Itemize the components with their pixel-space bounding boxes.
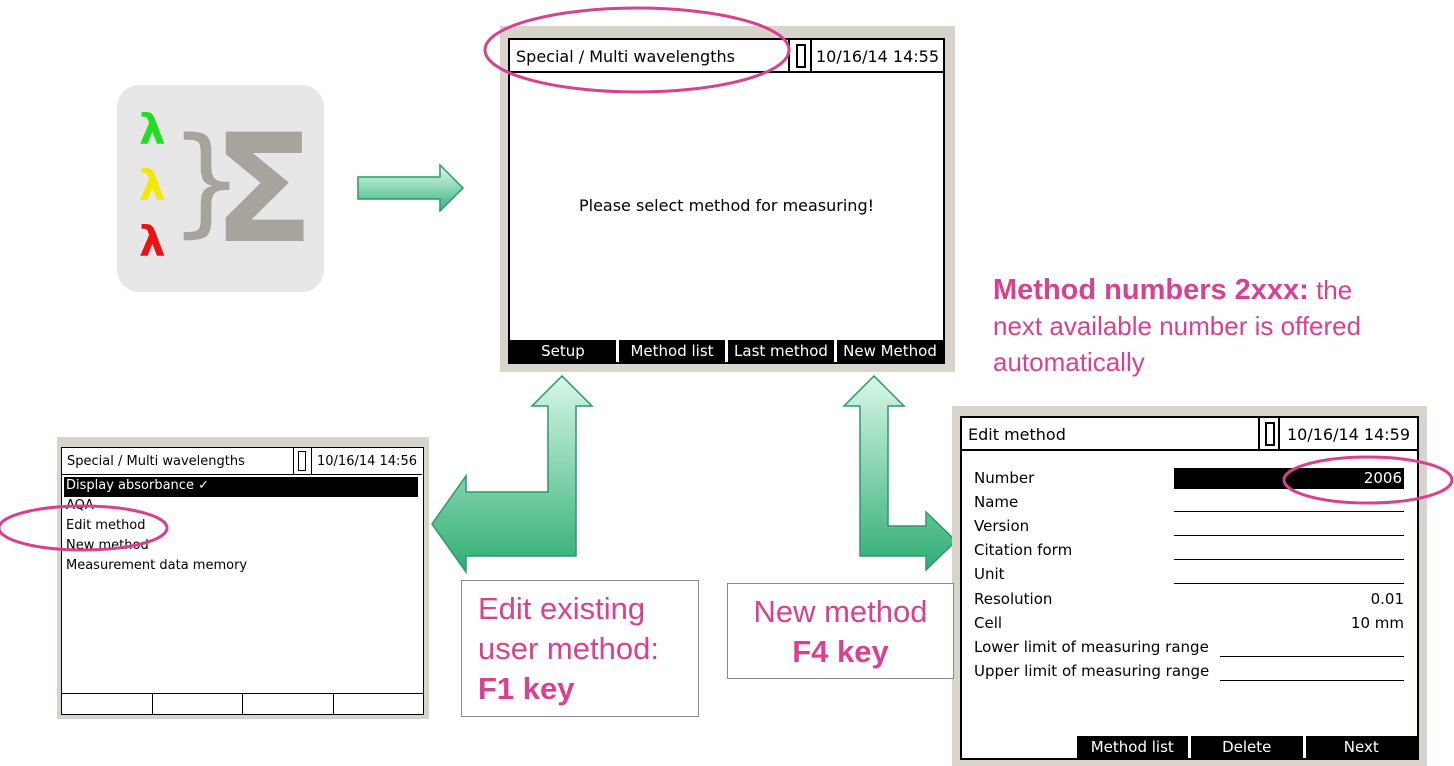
edit-screen-datetime: 10/16/14 14:59 [1280, 418, 1417, 451]
field-label-name: Name [974, 493, 1019, 511]
brace-glyph: } [169, 111, 245, 249]
menu-item-edit-method[interactable]: Edit method [66, 518, 146, 533]
method-list-button[interactable]: Method list [1076, 736, 1188, 758]
arrow-main-to-menu [431, 374, 594, 575]
callout-new-method-f4: New method F4 key [727, 583, 954, 679]
select-method-message: Please select method for measuring! [578, 196, 875, 215]
field-label-unit: Unit [974, 565, 1005, 583]
method-numbers-line1-tail: the [1308, 275, 1353, 305]
cell-value[interactable]: 10 mm [1350, 614, 1404, 632]
battery-icon [1260, 418, 1280, 451]
delete-button[interactable]: Delete [1191, 736, 1303, 758]
softkey-f3[interactable] [243, 694, 334, 714]
number-field-value: 2006 [1363, 469, 1402, 487]
field-label-number: Number [974, 469, 1035, 487]
softkey-f2[interactable] [152, 694, 243, 714]
callout-f1-line1: Edit existing [478, 591, 646, 626]
softkey-f1[interactable] [62, 694, 153, 714]
callout-f1-key: F1 key [478, 671, 575, 706]
menu-item-selected-highlight [64, 477, 418, 497]
new-method-button[interactable]: New Method [837, 340, 943, 362]
upper-limit-field[interactable] [1220, 662, 1404, 681]
menu-screen-title: Special / Multi wavelengths [62, 448, 294, 475]
number-field-highlight[interactable] [1174, 468, 1404, 489]
field-label-version: Version [974, 517, 1030, 535]
method-numbers-note: Method numbers 2xxx: the next available … [993, 272, 1433, 380]
sigma-glyph: Σ [212, 103, 315, 277]
lambda-green-glyph: λ [139, 105, 166, 154]
next-button[interactable]: Next [1305, 736, 1417, 758]
edit-screen-title: Edit method [962, 418, 1260, 451]
highlight-ellipse-number [1282, 455, 1454, 505]
callout-edit-existing-f1: Edit existing user method: F1 key [461, 580, 699, 717]
main-screen-title: Special / Multi wavelengths [510, 40, 790, 73]
menu-screen: Special / Multi wavelengths 10/16/14 14:… [57, 437, 429, 719]
callout-f4-key: F4 key [792, 634, 889, 669]
method-numbers-line2: next available number is offered [993, 311, 1362, 341]
setup-button[interactable]: Setup [510, 340, 616, 362]
softkey-f4[interactable] [333, 694, 423, 714]
name-field[interactable] [1174, 493, 1404, 512]
field-label-resolution: Resolution [974, 590, 1053, 608]
softkey-f1-empty[interactable] [962, 736, 1074, 758]
menu-item-measurement-data-memory[interactable]: Measurement data memory [66, 558, 248, 573]
lambda-red-glyph: λ [139, 217, 166, 266]
method-numbers-heading: Method numbers 2xxx: [993, 274, 1309, 306]
battery-icon [294, 448, 312, 475]
field-label-lower-limit: Lower limit of measuring range [974, 638, 1209, 656]
lambda-yellow-glyph: λ [139, 161, 166, 210]
multi-wavelength-lambda-sigma-icon: λ λ λ } Σ [117, 85, 324, 292]
method-list-button[interactable]: Method list [619, 340, 725, 362]
last-method-button[interactable]: Last method [728, 340, 834, 362]
citation-form-field[interactable] [1174, 541, 1404, 560]
arrow-right-to-main [357, 163, 465, 213]
highlight-ellipse-edit-method [0, 504, 169, 552]
menu-item-display-absorbance[interactable]: Display absorbance ✓ [66, 478, 209, 493]
edit-method-screen: Edit method 10/16/14 14:59 Number 2006 N… [952, 406, 1427, 766]
menu-screen-datetime: 10/16/14 14:56 [312, 448, 422, 475]
highlight-ellipse-main-title [483, 6, 791, 94]
callout-f4-line1: New method [753, 594, 928, 629]
field-label-upper-limit: Upper limit of measuring range [974, 662, 1210, 680]
method-numbers-line3: automatically [993, 347, 1145, 377]
field-label-citation-form: Citation form [974, 541, 1073, 559]
unit-field[interactable] [1174, 565, 1404, 584]
version-field[interactable] [1174, 517, 1404, 536]
battery-icon [790, 40, 812, 73]
resolution-value[interactable]: 0.01 [1370, 590, 1404, 608]
main-screen-datetime: 10/16/14 14:55 [812, 40, 943, 73]
callout-f1-line2: user method: [478, 631, 659, 666]
lower-limit-field[interactable] [1220, 638, 1404, 657]
field-label-cell: Cell [974, 614, 1003, 632]
